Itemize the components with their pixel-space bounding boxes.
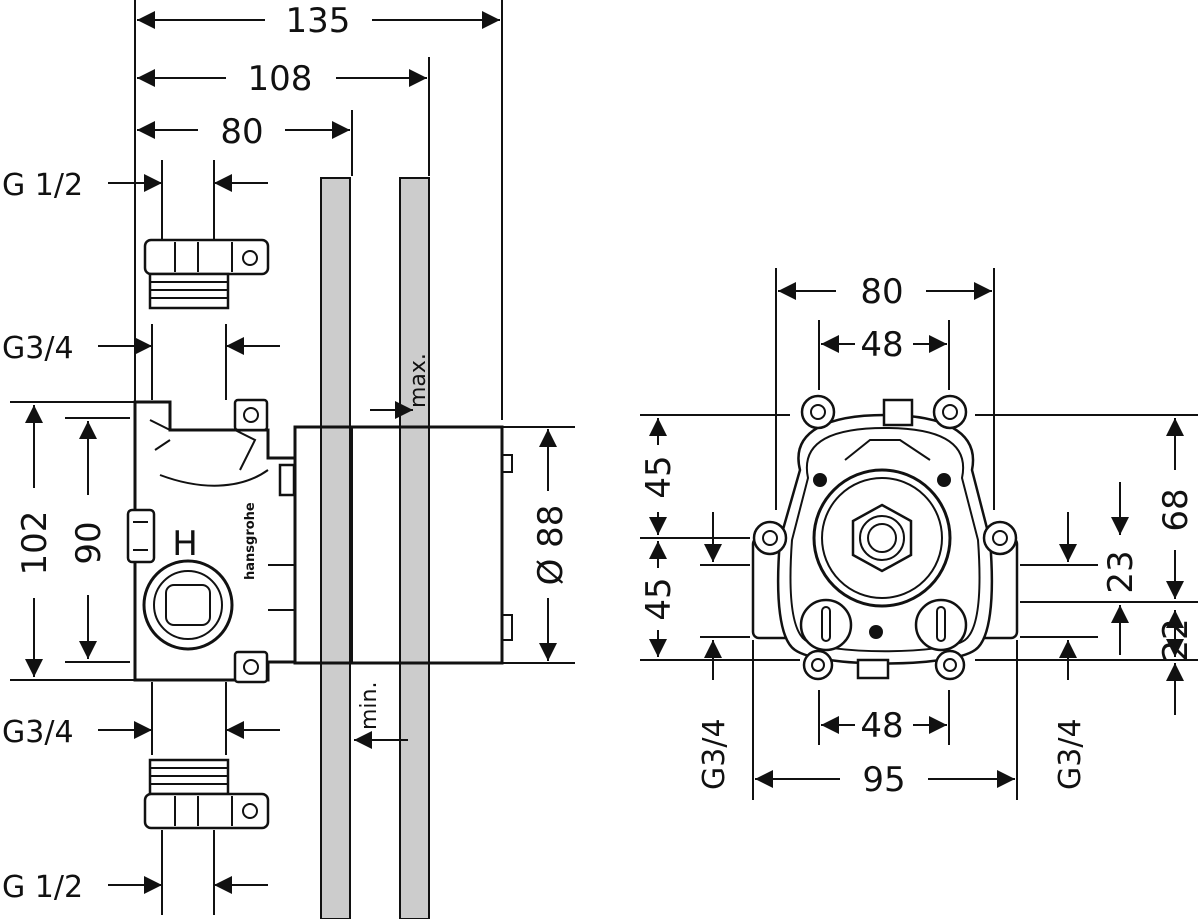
dimension-diameter-88: Ø 88 bbox=[531, 429, 571, 661]
dimension-102: 102 bbox=[10, 401, 135, 681]
max-label: max. bbox=[406, 353, 431, 408]
dimension-80-label: 80 bbox=[220, 112, 263, 152]
thread-g-half-top: G 1/2 bbox=[2, 160, 268, 240]
installation-housing bbox=[293, 425, 575, 665]
front-dimension-95-label: 95 bbox=[862, 760, 905, 800]
bottom-fitting bbox=[143, 758, 270, 830]
dimension-135: 135 bbox=[137, 1, 500, 41]
g-three-quarter-bottom-label: G3/4 bbox=[2, 715, 74, 750]
front-dimension-95: 95 bbox=[752, 640, 1018, 800]
dimension-102-label: 102 bbox=[15, 511, 55, 576]
min-depth-indicator: min. bbox=[354, 682, 408, 749]
wall-board-back bbox=[399, 177, 430, 919]
wall-board-front bbox=[320, 177, 351, 919]
front-dimension-80-label: 80 bbox=[860, 272, 903, 312]
front-dimension-45-lower: 45 bbox=[639, 541, 679, 657]
valve-body-front bbox=[751, 394, 1019, 681]
dimension-90-label: 90 bbox=[69, 521, 109, 564]
front-dimension-80: 80 bbox=[775, 268, 995, 510]
front-view: 80 48 45 45 bbox=[639, 268, 1198, 800]
brand-logo: hansgrohe bbox=[243, 502, 258, 580]
min-label: min. bbox=[357, 682, 382, 730]
front-dimension-23-label: 23 bbox=[1101, 550, 1141, 593]
front-dimension-48-bottom-label: 48 bbox=[860, 706, 903, 746]
g-half-top-label: G 1/2 bbox=[2, 168, 83, 203]
front-dimension-23: 23 bbox=[1059, 482, 1141, 680]
front-g-right-label: G3/4 bbox=[1053, 718, 1088, 790]
valve-body-side: H hansgrohe bbox=[126, 398, 297, 684]
front-dimension-45-upper: 45 bbox=[639, 418, 679, 535]
front-g-left-label: G3/4 bbox=[697, 718, 732, 790]
dimension-108: 108 bbox=[137, 59, 427, 99]
front-dimension-48-bottom: 48 bbox=[818, 690, 950, 746]
thread-g-half-bottom: G 1/2 bbox=[2, 830, 268, 915]
dimension-135-label: 135 bbox=[286, 1, 351, 41]
g-three-quarter-top-label: G3/4 bbox=[2, 331, 74, 366]
front-dimension-22: 22 bbox=[1156, 610, 1196, 715]
front-dimension-48-top: 48 bbox=[818, 320, 950, 390]
h-mark: H bbox=[172, 524, 198, 564]
dimension-90: 90 bbox=[65, 417, 130, 663]
dimension-80: 80 bbox=[137, 112, 350, 152]
g-half-bottom-label: G 1/2 bbox=[2, 870, 83, 905]
front-dimension-45-lower-label: 45 bbox=[639, 577, 679, 620]
front-dimension-68-label: 68 bbox=[1156, 488, 1196, 531]
thread-g-three-quarter-top: G3/4 bbox=[2, 324, 280, 400]
front-dimension-22-label: 22 bbox=[1156, 618, 1196, 661]
thread-g-three-quarter-bottom: G3/4 bbox=[2, 682, 280, 755]
front-dimension-45-upper-label: 45 bbox=[639, 455, 679, 498]
dimension-108-label: 108 bbox=[248, 59, 313, 99]
dimension-diameter-88-label: Ø 88 bbox=[531, 505, 571, 586]
front-dimension-48-top-label: 48 bbox=[860, 325, 903, 365]
side-view: 135 108 80 G 1/2 bbox=[2, 0, 575, 919]
top-fitting bbox=[143, 238, 270, 310]
max-depth-indicator: max. bbox=[370, 353, 431, 419]
front-dimension-68: 68 bbox=[1156, 418, 1196, 599]
